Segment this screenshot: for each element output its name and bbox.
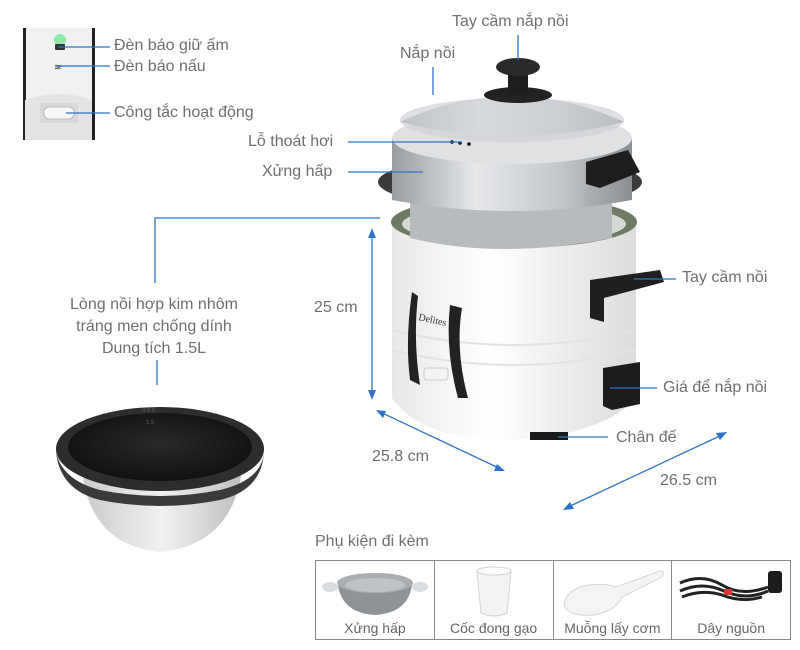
label-steam-vent: Lỗ thoát hơi — [248, 133, 334, 150]
inner-pot-description: Lòng nồi hợp kim nhôm tráng men chống dí… — [44, 294, 264, 360]
label-pot-handle: Tay cầm nồi — [682, 269, 768, 286]
label-lid-handle: Tay cầm nắp nồi — [452, 13, 569, 30]
arrowheads — [368, 228, 727, 510]
leader-lines — [57, 35, 725, 509]
pot-handle-icon — [590, 270, 664, 322]
label-steamer: Xửng hấp — [262, 163, 333, 180]
rice-paddle-icon — [562, 570, 664, 616]
base-foot-icon — [530, 432, 568, 440]
measuring-cup-icon — [476, 566, 512, 617]
dimension-height: 25 cm — [314, 299, 358, 316]
label-indicator-warm: Đèn báo giữ ấm — [114, 37, 229, 54]
label-power-switch: Công tắc hoạt động — [114, 104, 254, 121]
lid-knob-icon — [496, 58, 540, 76]
inner-pot-line3: Dung tích 1.5L — [101, 340, 207, 357]
label-lid: Nắp nồi — [400, 45, 456, 62]
dimension-width: 26.5 cm — [660, 472, 717, 489]
accessory-power-cord: Dây nguồn — [672, 561, 790, 639]
accessory-label: Dây nguồn — [697, 620, 765, 636]
accessory-rice-paddle: Muỗng lấy cơm — [554, 561, 673, 639]
accessory-measuring-cup: Cốc đong gạo — [435, 561, 554, 639]
warm-led-icon — [54, 34, 66, 46]
lid-holder-icon — [603, 362, 640, 410]
control-panel-inset: ≋ — [23, 28, 95, 140]
power-cord-icon — [679, 571, 783, 602]
accessories-table: Xửng hấp Cốc đong gạo Muỗng lấy cơm Dây … — [315, 560, 791, 640]
accessory-label: Cốc đong gạo — [450, 620, 538, 636]
svg-text:1.5: 1.5 — [146, 420, 155, 426]
accessory-label: Muỗng lấy cơm — [564, 620, 661, 636]
inner-pot-line2: tráng men chống dính — [76, 318, 232, 335]
accessory-steamer: Xửng hấp — [316, 561, 435, 639]
svg-text:0 0 0: 0 0 0 — [142, 408, 156, 414]
label-indicator-cook: Đèn báo nấu — [114, 58, 206, 75]
inner-pot-line1: Lòng nồi hợp kim nhôm — [70, 296, 238, 313]
steamer-lid-image — [378, 58, 642, 249]
label-base-foot: Chân đế — [616, 429, 677, 446]
accessory-label: Xửng hấp — [344, 620, 406, 636]
steamer-tray-icon — [322, 573, 428, 615]
inner-pot-image: 0 0 0 1.5 — [56, 407, 264, 552]
label-lid-holder: Giá để nắp nồi — [663, 379, 768, 396]
cook-symbol-icon: ≋ — [54, 63, 62, 73]
dimension-depth: 25.8 cm — [372, 448, 429, 465]
accessories-title: Phụ kiện đi kèm — [315, 533, 429, 550]
